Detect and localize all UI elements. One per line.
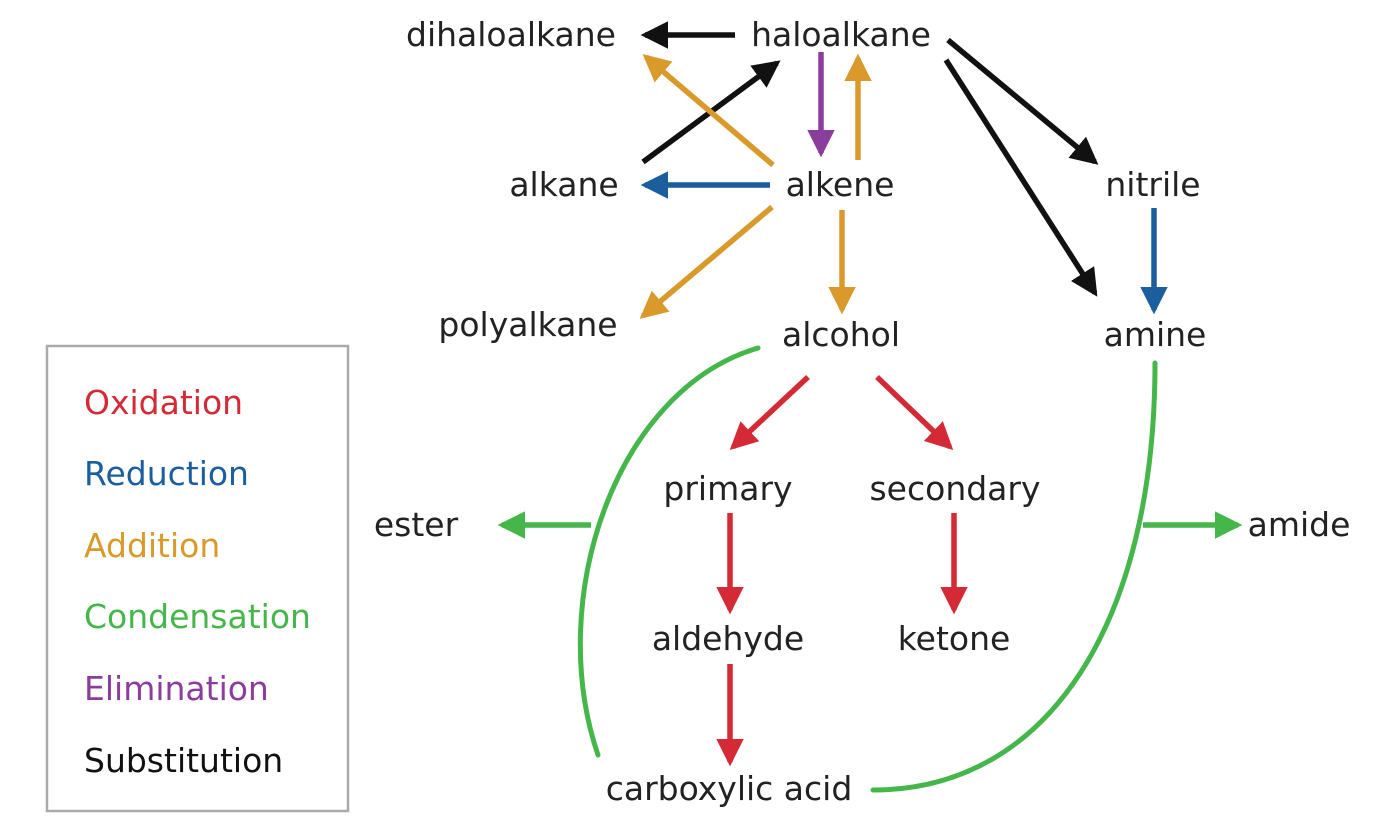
node-amine: amine [1104,315,1207,354]
legend-item-reduction: Reduction [84,454,249,493]
node-carboxylic-acid: carboxylic acid [606,769,853,808]
legend-item-substitution: Substitution [84,741,283,780]
arrow-alkene-to-polyalkane [639,204,774,319]
node-polyalkane: polyalkane [438,305,617,344]
legend-item-condensation: Condensation [84,597,311,636]
node-alkene: alkene [786,165,895,204]
condensation-curve-alcohol-acid [577,345,761,758]
arrow-haloalkane-to-nitrile [946,37,1099,165]
node-amide: amide [1248,505,1351,544]
node-nitrile: nitrile [1105,165,1200,204]
legend-item-oxidation: Oxidation [84,383,243,422]
node-aldehyde: aldehyde [652,619,804,658]
arrow-haloalkane-to-amine [943,58,1098,297]
node-dihaloalkane: dihaloalkane [406,15,616,54]
legend-item-elimination: Elimination [84,669,269,708]
arrow-alcohol-to-primary [729,374,810,451]
arrow-alcohol-to-secondary [875,375,954,451]
node-primary: primary [663,469,792,508]
legend-box [45,344,350,813]
node-alcohol: alcohol [782,315,900,354]
node-ketone: ketone [898,619,1011,658]
node-ester: ester [374,505,459,544]
node-alkane: alkane [509,165,618,204]
node-secondary: secondary [869,469,1040,508]
arrow-alkene-to-dihaloalkane [642,54,775,168]
legend: Oxidation Reduction Addition Condensatio… [45,344,350,813]
condensation-curve-amine-acid [870,360,1158,793]
legend-item-addition: Addition [84,526,220,565]
node-haloalkane: haloalkane [751,15,931,54]
